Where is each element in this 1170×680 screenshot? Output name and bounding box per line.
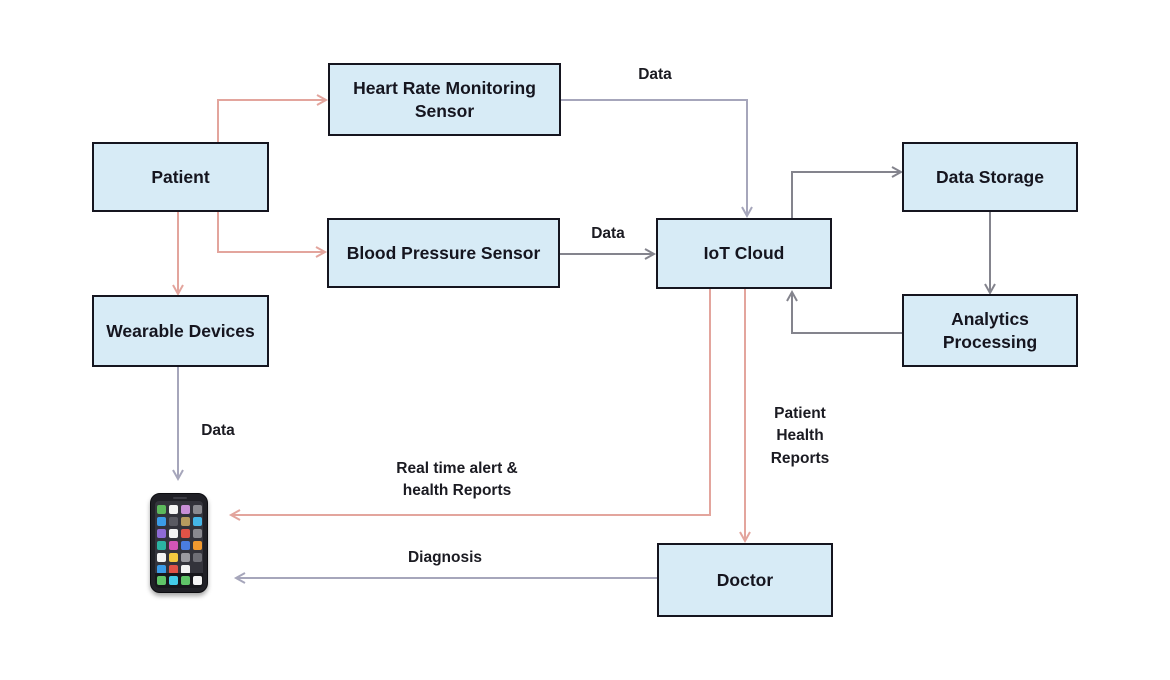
edge-analytics-to-iot-cloud bbox=[786, 289, 902, 334]
phone-app-icon bbox=[156, 505, 166, 514]
phone-dock-icon bbox=[168, 576, 178, 585]
edge-label-data-wearable: Data bbox=[201, 422, 235, 439]
phone-app-icon bbox=[156, 517, 166, 526]
edge-doctor-to-smartphone bbox=[233, 572, 657, 584]
phone-app-icon bbox=[180, 565, 190, 574]
edge-patient-to-heart-rate bbox=[217, 94, 329, 142]
node-data-storage: Data Storage bbox=[902, 142, 1078, 212]
node-wearable-devices: Wearable Devices bbox=[92, 295, 269, 367]
node-iot-cloud: IoT Cloud bbox=[656, 218, 832, 289]
phone-app-icon bbox=[180, 541, 190, 550]
phone-app-icon bbox=[180, 505, 190, 514]
phone-app-icon bbox=[168, 517, 178, 526]
phone-app-icon bbox=[180, 517, 190, 526]
edge-iot-cloud-to-doctor bbox=[739, 289, 751, 544]
phone-app-icon bbox=[180, 553, 190, 562]
node-doctor: Doctor bbox=[657, 543, 833, 617]
edge-label-patient-health-reports: Patient Health Reports bbox=[770, 405, 830, 467]
phone-app-icon bbox=[168, 541, 178, 550]
edge-patient-to-blood-pressure bbox=[217, 211, 328, 258]
node-heart-rate-monitoring-sensor: Heart Rate Monitoring Sensor bbox=[328, 63, 561, 136]
phone-app-icon bbox=[156, 565, 166, 574]
node-analytics-processing: Analytics Processing bbox=[902, 294, 1078, 367]
edge-wearable-to-smartphone bbox=[172, 367, 184, 482]
edge-heart-rate-to-iot-cloud bbox=[561, 99, 753, 219]
phone-app-icon bbox=[168, 505, 178, 514]
edge-label-diagnosis: Diagnosis bbox=[407, 549, 483, 566]
edge-group-gray bbox=[560, 166, 996, 334]
phone-app-icon bbox=[156, 541, 166, 550]
phone-app-icon bbox=[192, 529, 202, 538]
edge-group-lavender bbox=[172, 99, 753, 584]
node-patient: Patient bbox=[92, 142, 269, 212]
phone-dock-icon bbox=[156, 576, 166, 585]
phone-dock-icon bbox=[192, 576, 202, 585]
phone-app-icon bbox=[168, 529, 178, 538]
phone-dock bbox=[155, 573, 203, 588]
edge-patient-to-wearable bbox=[172, 211, 184, 297]
phone-app-icon bbox=[192, 541, 202, 550]
phone-app-icon bbox=[192, 553, 202, 562]
edge-iot-cloud-to-data-storage bbox=[791, 166, 904, 218]
phone-dock-icon bbox=[180, 576, 190, 585]
phone-screen bbox=[155, 501, 203, 588]
phone-speaker bbox=[173, 497, 187, 499]
edge-blood-pressure-to-iot-cloud bbox=[560, 248, 657, 260]
phone-app-icon bbox=[192, 505, 202, 514]
phone-app-icon bbox=[180, 529, 190, 538]
edge-data-storage-to-analytics bbox=[984, 212, 996, 296]
edge-label-real-time-alert: Real time alert & health Reports bbox=[396, 460, 518, 500]
edge-label-data-blood-pressure: Data bbox=[591, 225, 625, 242]
edge-iot-cloud-to-smartphone bbox=[228, 289, 711, 521]
phone-app-icon bbox=[156, 553, 166, 562]
node-blood-pressure-sensor: Blood Pressure Sensor bbox=[327, 218, 560, 288]
edge-group-coral bbox=[172, 94, 751, 544]
smartphone-icon bbox=[150, 493, 208, 593]
edge-label-data-heart-rate: Data bbox=[638, 66, 672, 83]
phone-app-icon bbox=[168, 565, 178, 574]
phone-app-icon bbox=[192, 517, 202, 526]
phone-app-icon bbox=[156, 529, 166, 538]
phone-app-icon bbox=[168, 553, 178, 562]
phone-app-grid bbox=[155, 501, 203, 574]
